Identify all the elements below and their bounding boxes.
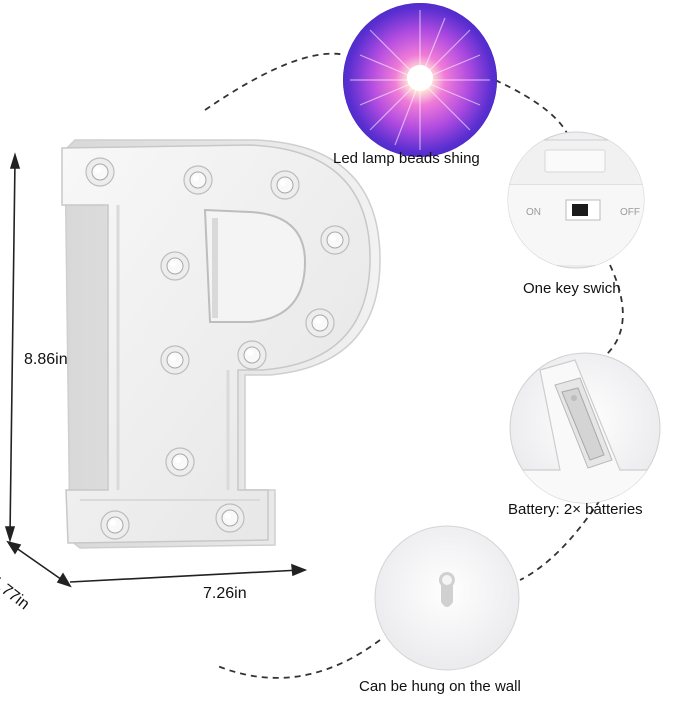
switch-off-label: OFF xyxy=(620,207,640,218)
led-bulb xyxy=(85,157,115,187)
feature-hanger-image xyxy=(374,525,520,671)
led-bulb xyxy=(183,165,213,195)
led-bulb xyxy=(160,251,190,281)
led-bulb xyxy=(237,340,267,370)
led-bulb xyxy=(160,345,190,375)
battery-caption: Battery: 2× batteries xyxy=(508,501,643,518)
led-bulbs xyxy=(85,157,350,540)
led-bulb xyxy=(100,510,130,540)
switch-on-label: ON xyxy=(526,207,541,218)
led-bulb xyxy=(270,170,300,200)
height-label: 8.86in xyxy=(24,351,68,368)
letter-p-marquee xyxy=(61,139,381,549)
led-bulb xyxy=(215,503,245,533)
switch-caption: One key swich xyxy=(523,280,621,297)
width-dimension-line xyxy=(69,563,308,583)
feature-switch-image: ON OFF xyxy=(507,131,645,269)
depth-dimension-line xyxy=(6,540,72,588)
hanger-caption: Can be hung on the wall xyxy=(359,678,521,695)
led-bulb xyxy=(320,225,350,255)
height-dimension-line xyxy=(4,152,21,543)
feature-lamp-image xyxy=(343,3,497,157)
led-bulb xyxy=(305,308,335,338)
led-bulb xyxy=(165,447,195,477)
width-label: 7.26in xyxy=(203,585,247,602)
lamp-caption: Led lamp beads shing xyxy=(333,150,480,167)
dashed-connector-arc xyxy=(204,52,624,679)
feature-battery-image xyxy=(509,352,661,504)
